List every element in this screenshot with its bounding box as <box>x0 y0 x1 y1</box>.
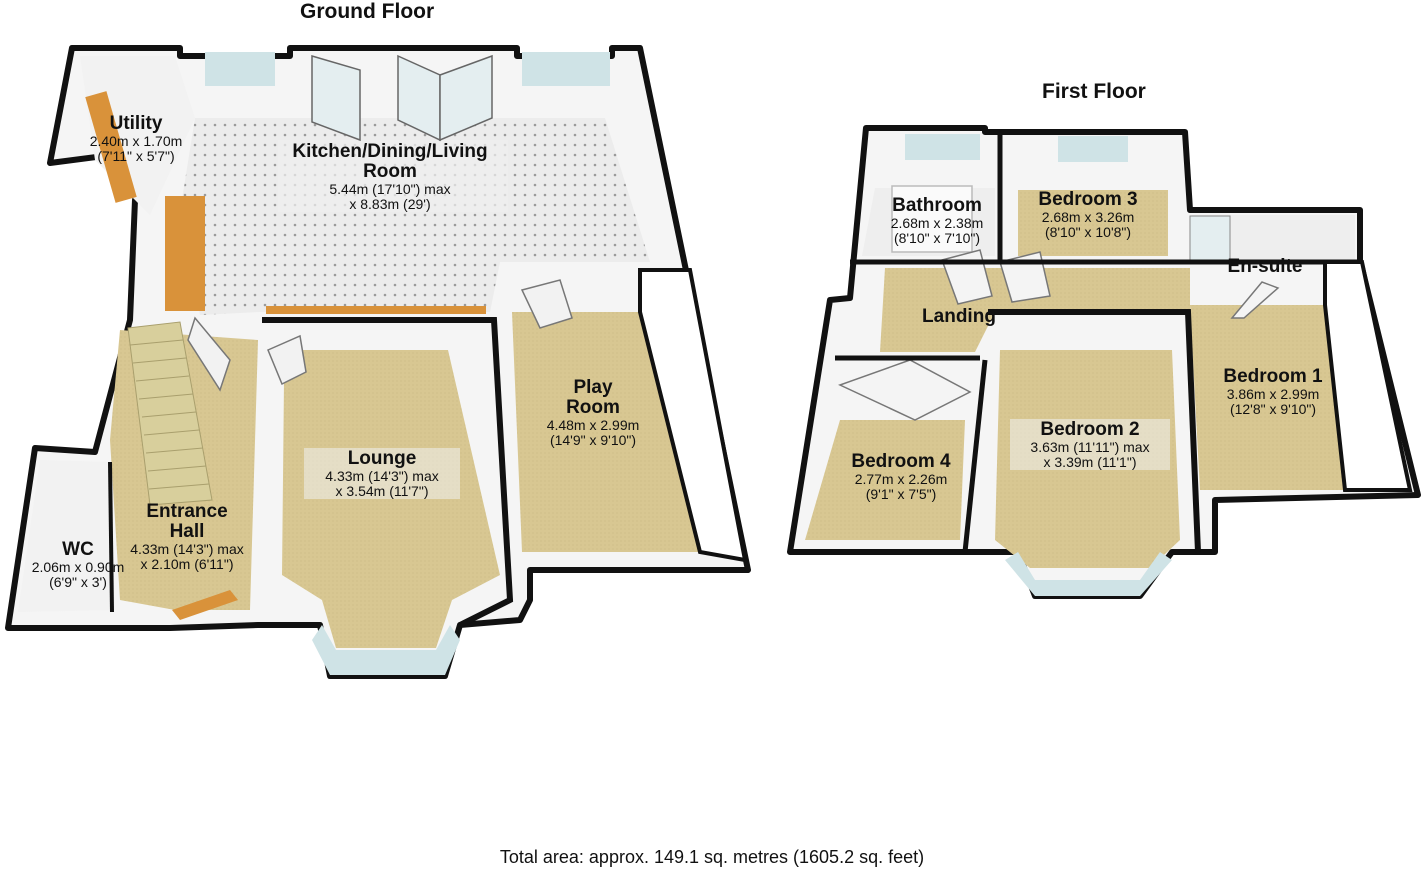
room-dimensions: x 2.10m (6'11") <box>140 555 234 572</box>
room-dimensions: 4.48m x 2.99m <box>546 416 640 433</box>
kitchen-worktop-front <box>266 306 486 314</box>
room-dimensions: 2.68m x 3.26m <box>1041 208 1135 225</box>
room-label-bedroom-1: Bedroom 1 3.86m x 2.99m (12'8" x 9'10") <box>1208 367 1338 416</box>
kitchen-island-highlight <box>278 140 508 212</box>
ground-floor-plan <box>5 45 751 679</box>
kitchen-worktop <box>165 196 205 311</box>
room-label-utility: Utility 2.40m x 1.70m (7'11" x 5'7") <box>70 114 202 163</box>
stairs <box>127 321 213 506</box>
room-name: Room <box>363 160 417 182</box>
bay-window <box>312 625 460 675</box>
room-label-bedroom-2: Bedroom 2 3.63m (11'11") max x 3.39m (11… <box>1010 419 1170 471</box>
utility-room-floor <box>80 56 195 215</box>
room-dimensions: (9'1" x 7'5") <box>865 485 937 502</box>
room-name: Bedroom 2 <box>1040 419 1140 440</box>
room-dimensions: 3.86m x 2.99m <box>1226 385 1320 402</box>
room-name: Play <box>573 377 613 398</box>
room-dimensions: 2.06m x 0.90m <box>31 558 125 575</box>
room-label-bathroom: Bathroom 2.68m x 2.38m (8'10" x 7'10") <box>876 196 998 245</box>
bay-window <box>1005 552 1172 596</box>
wc-floor <box>18 460 115 612</box>
room-label-play-room: Play Room 4.48m x 2.99m (14'9" x 9'10") <box>530 378 656 447</box>
room-name: Hall <box>169 520 205 542</box>
ensuite-floor <box>1192 215 1355 260</box>
room-dimensions: 2.77m x 2.26m <box>854 470 948 487</box>
stair-treads <box>129 339 210 490</box>
window <box>205 52 275 86</box>
room-dimensions: 4.33m (14'3") max <box>325 467 439 484</box>
door <box>267 334 307 386</box>
room-label-lounge: Lounge 4.33m (14'3") max x 3.54m (11'7") <box>304 448 460 500</box>
room-label-wc: WC 2.06m x 0.90m (6'9" x 3') <box>18 540 138 589</box>
room-dimensions: (14'9" x 9'10") <box>549 431 637 448</box>
room-dimensions: 2.68m x 2.38m <box>890 214 984 231</box>
room-name: Bathroom <box>892 195 982 216</box>
bifold-door <box>439 54 493 142</box>
room-label-bedroom-3: Bedroom 3 2.68m x 3.26m (8'10" x 10'8") <box>1020 190 1156 239</box>
room-label-entrance-hall: Entrance Hall 4.33m (14'3") max x 2.10m … <box>112 502 262 571</box>
utility-worktop <box>85 91 137 203</box>
room-name: Bedroom 4 <box>851 451 951 472</box>
room-name: Lounge <box>347 448 417 469</box>
bedroom-1-floor <box>1190 305 1345 490</box>
room-dimensions: 2.40m x 1.70m <box>89 132 183 149</box>
room-name: WC <box>62 539 94 560</box>
room-name: En-suite <box>1227 256 1303 277</box>
room-dimensions: x 3.54m (11'7") <box>335 482 429 499</box>
room-dimensions: 4.33m (14'3") max <box>130 540 244 557</box>
window <box>522 52 610 86</box>
bedroom-1-wall <box>1323 260 1413 492</box>
bath <box>891 185 973 253</box>
bifold-door <box>311 55 361 142</box>
front-door <box>172 590 238 620</box>
room-dimensions: x 3.39m (11'1") <box>1043 453 1137 470</box>
room-name: Kitchen/Dining/Living <box>292 141 488 162</box>
bedroom-2-wall <box>962 359 988 553</box>
room-name: Utility <box>109 113 163 134</box>
first-floor-title: First Floor <box>1042 80 1146 103</box>
room-dimensions: x 8.83m (29') <box>349 195 431 212</box>
room-name: Entrance <box>146 501 228 522</box>
room-dimensions: (8'10" x 7'10") <box>893 229 981 246</box>
room-dimensions: 5.44m (17'10") max <box>329 180 451 197</box>
wardrobe <box>838 359 972 421</box>
room-name: Room <box>566 396 620 418</box>
play-room-wall <box>638 268 748 563</box>
bedroom-4-floor <box>805 420 965 540</box>
room-dimensions: (8'10" x 10'8") <box>1044 223 1132 240</box>
room-dimensions: (7'11" x 5'7") <box>97 147 175 164</box>
door <box>520 279 573 329</box>
total-area: Total area: approx. 149.1 sq. metres (16… <box>499 847 925 867</box>
room-dimensions: 3.63m (11'11") max <box>1030 438 1150 455</box>
window <box>1058 136 1128 162</box>
room-name: Bedroom 3 <box>1038 189 1138 210</box>
room-label-landing: Landing <box>910 307 1008 327</box>
window <box>905 134 980 160</box>
door <box>187 316 231 392</box>
wc-wall <box>108 461 114 613</box>
room-label-ensuite: En-suite <box>1212 257 1318 277</box>
room-dimensions: (6'9" x 3') <box>49 573 107 590</box>
room-name: Bedroom 1 <box>1223 366 1323 387</box>
bedroom-3-floor <box>1018 190 1168 256</box>
room-name: Landing <box>922 306 996 327</box>
door <box>1230 281 1280 319</box>
ground-floor-title: Ground Floor <box>300 0 435 23</box>
lounge-wall <box>262 317 514 628</box>
shower <box>1189 215 1231 261</box>
first-floor-plan <box>787 125 1421 599</box>
room-dimensions: (12'8" x 9'10") <box>1229 400 1317 417</box>
bedroom-2-wall <box>988 309 1201 553</box>
room-label-kitchen: Kitchen/Dining/Living Room 5.44m (17'10"… <box>260 142 520 211</box>
room-label-bedroom-4: Bedroom 4 2.77m x 2.26m (9'1" x 7'5") <box>836 452 966 501</box>
